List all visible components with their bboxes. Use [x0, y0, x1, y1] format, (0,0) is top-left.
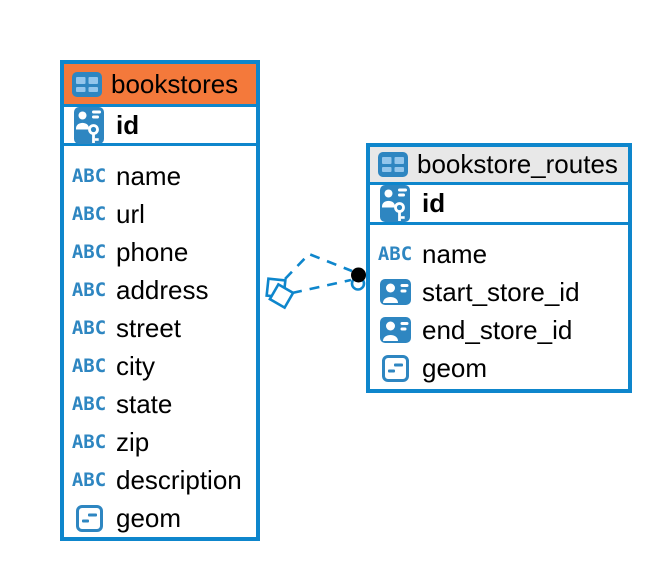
column-row-start-store-id[interactable]: start_store_id — [370, 273, 628, 311]
column-name: street — [116, 312, 182, 343]
column-name: city — [116, 350, 155, 381]
column-icon-cell — [374, 185, 416, 222]
column-icon-cell: ABC — [68, 354, 110, 377]
column-list: ABC name ABC url ABC phone ABC address A… — [64, 146, 256, 537]
foreign-key-icon — [380, 317, 411, 343]
column-row-state[interactable]: ABC state — [64, 385, 256, 423]
column-row-zip[interactable]: ABC zip — [64, 423, 256, 461]
column-icon-cell: ABC — [68, 278, 110, 301]
table-header-bookstores[interactable]: bookstores — [64, 64, 256, 107]
relationship-source-marker — [265, 277, 295, 310]
table-bookstore-routes[interactable]: bookstore_routes id ABC name start_store… — [366, 143, 632, 393]
geometry-icon — [76, 505, 103, 532]
relationship-target-marker — [350, 267, 366, 291]
table-icon — [72, 72, 102, 97]
column-icon-cell — [68, 107, 110, 144]
column-name: start_store_id — [422, 276, 580, 307]
column-name: phone — [116, 236, 189, 267]
column-list: ABC name start_store_id end_store_id ge — [370, 225, 628, 389]
column-row-end-store-id[interactable]: end_store_id — [370, 311, 628, 349]
column-icon-cell: ABC — [68, 316, 110, 339]
column-icon-cell — [374, 279, 416, 305]
text-type-icon: ABC — [71, 202, 107, 225]
column-name: address — [116, 274, 209, 305]
column-name: id — [116, 109, 140, 140]
text-type-icon: ABC — [71, 240, 107, 263]
column-row-address[interactable]: ABC address — [64, 271, 256, 309]
text-type-icon: ABC — [377, 242, 413, 265]
column-row-city[interactable]: ABC city — [64, 347, 256, 385]
text-type-icon: ABC — [71, 354, 107, 377]
column-row-geom[interactable]: geom — [64, 499, 256, 537]
table-bookstores[interactable]: bookstores id ABC name ABC url ABC phone… — [60, 60, 260, 541]
text-type-icon: ABC — [71, 316, 107, 339]
text-type-icon: ABC — [71, 164, 107, 187]
column-row-description[interactable]: ABC description — [64, 461, 256, 499]
column-name: geom — [116, 502, 182, 533]
column-name: description — [116, 464, 242, 495]
column-icon-cell — [68, 505, 110, 532]
text-type-icon: ABC — [71, 430, 107, 453]
foreign-key-icon — [380, 279, 411, 305]
column-row-id[interactable]: id — [370, 185, 628, 225]
column-name: name — [422, 238, 488, 269]
column-row-street[interactable]: ABC street — [64, 309, 256, 347]
text-type-icon: ABC — [71, 278, 107, 301]
column-name: state — [116, 388, 173, 419]
geometry-icon — [382, 355, 409, 382]
relationship-line-end-store[interactable] — [284, 252, 353, 280]
column-icon-cell: ABC — [68, 468, 110, 491]
primary-key-icon — [380, 185, 410, 222]
column-icon-cell — [374, 355, 416, 382]
column-row-name[interactable]: ABC name — [64, 157, 256, 195]
table-icon — [378, 152, 408, 177]
column-name: geom — [422, 352, 488, 383]
column-row-id[interactable]: id — [64, 107, 256, 146]
column-row-geom[interactable]: geom — [370, 349, 628, 387]
primary-key-icon — [74, 107, 104, 144]
text-type-icon: ABC — [71, 468, 107, 491]
column-row-phone[interactable]: ABC phone — [64, 233, 256, 271]
column-icon-cell: ABC — [374, 242, 416, 265]
column-icon-cell: ABC — [68, 202, 110, 225]
column-name: zip — [116, 426, 150, 457]
column-icon-cell: ABC — [68, 240, 110, 263]
column-row-url[interactable]: ABC url — [64, 195, 256, 233]
column-name: end_store_id — [422, 314, 573, 345]
column-name: url — [116, 198, 145, 229]
relationship-line-start-store[interactable] — [291, 278, 352, 295]
column-icon-cell: ABC — [68, 392, 110, 415]
column-name: name — [116, 160, 182, 191]
table-header-bookstore-routes[interactable]: bookstore_routes — [370, 147, 628, 185]
column-icon-cell — [374, 317, 416, 343]
table-name: bookstores — [111, 68, 239, 99]
column-row-name[interactable]: ABC name — [370, 235, 628, 273]
column-name: id — [422, 188, 446, 218]
table-name: bookstore_routes — [417, 149, 618, 179]
column-icon-cell: ABC — [68, 164, 110, 187]
text-type-icon: ABC — [71, 392, 107, 415]
column-icon-cell: ABC — [68, 430, 110, 453]
